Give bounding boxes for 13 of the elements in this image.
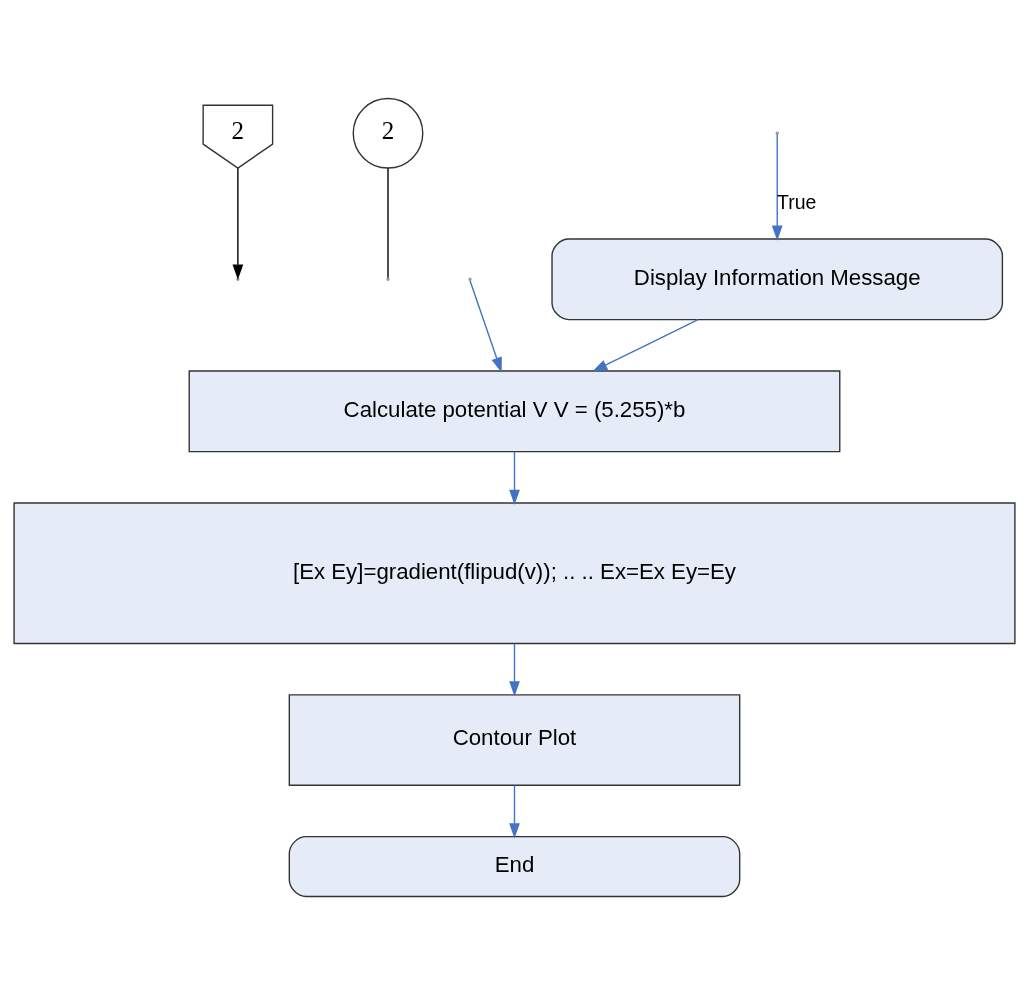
node-box: End xyxy=(288,835,741,897)
node-box: Calculate potential V V = (5.255)*b xyxy=(188,369,841,452)
arrow xyxy=(469,279,502,373)
arrow xyxy=(771,133,783,241)
connector xyxy=(387,167,389,278)
arrow xyxy=(509,642,520,697)
node-circle: 2 xyxy=(352,97,424,169)
arrow xyxy=(509,450,520,505)
arrow xyxy=(509,784,520,839)
node-box: Contour Plot xyxy=(288,693,741,786)
node-box: [Ex Ey]=gradient(flipud(v)); .. .. Ex=Ex Ey=Ey xyxy=(13,501,1016,644)
node-box: Display Information Message xyxy=(551,237,1004,320)
arrow xyxy=(592,318,699,372)
